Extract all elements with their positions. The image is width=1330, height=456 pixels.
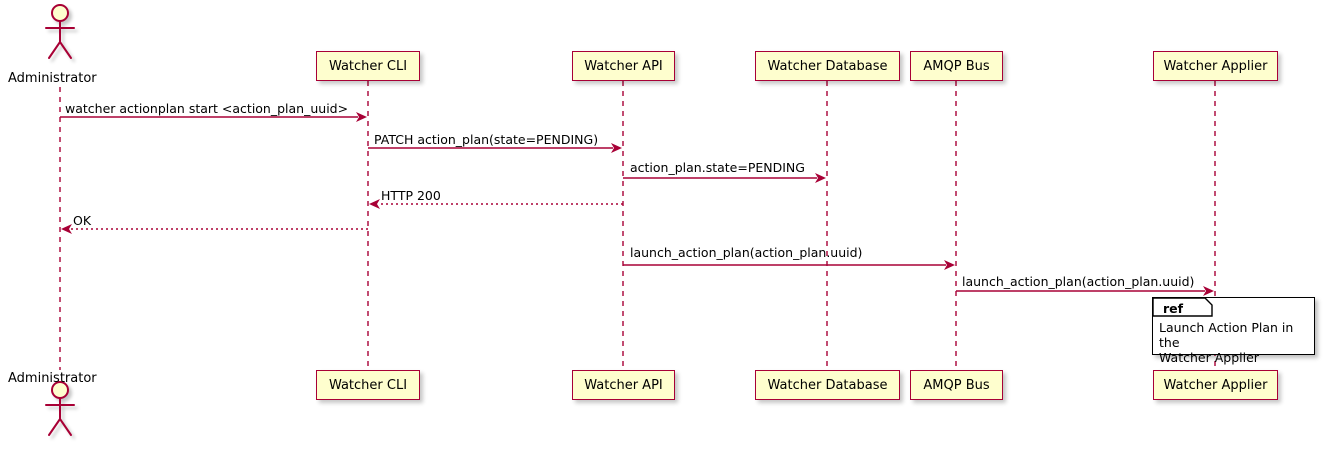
- participant-label: Watcher CLI: [328, 377, 408, 393]
- ref-text-line-1: Launch Action Plan in the: [1159, 320, 1294, 350]
- actor-figure-administrator-top: [45, 4, 75, 59]
- arrow-head: [944, 260, 955, 270]
- participant-watcher-api-bottom[interactable]: Watcher API: [572, 370, 675, 400]
- ref-fragment-text: Launch Action Plan in the Watcher Applie…: [1159, 320, 1310, 365]
- message-label-3: action_plan.state=PENDING: [630, 160, 805, 175]
- actor-leg-right: [59, 41, 72, 59]
- arrow-head: [61, 224, 72, 234]
- actor-figures-group: [45, 4, 75, 436]
- message-label-4: HTTP 200: [381, 188, 441, 203]
- message-arrow-1: [60, 112, 367, 122]
- arrow-head: [611, 143, 622, 153]
- actor-leg-left: [48, 418, 61, 436]
- ref-tab-shape: [1152, 297, 1213, 317]
- message-label-7: launch_action_plan(action_plan.uuid): [962, 274, 1195, 289]
- message-arrows-group: [60, 112, 1214, 296]
- participant-label: Watcher CLI: [328, 58, 408, 74]
- actor-leg-left: [48, 41, 61, 59]
- actor-label-administrator-bottom[interactable]: Administrator: [8, 371, 97, 386]
- arrow-head: [369, 199, 380, 209]
- message-arrow-3: [623, 173, 826, 183]
- ref-tab-outline: [1152, 297, 1213, 317]
- participant-watcher-cli-bottom[interactable]: Watcher CLI: [316, 370, 420, 400]
- participant-watcher-database-bottom[interactable]: Watcher Database: [755, 370, 900, 400]
- actor-head: [51, 4, 69, 22]
- ref-tag-label: ref: [1163, 301, 1184, 316]
- message-label-2: PATCH action_plan(state=PENDING): [374, 132, 599, 147]
- actor-label-administrator-top[interactable]: Administrator: [8, 71, 97, 86]
- participant-amqp-bus-top[interactable]: AMQP Bus: [910, 51, 1003, 81]
- participant-watcher-applier-top[interactable]: Watcher Applier: [1153, 51, 1278, 81]
- message-arrow-5: [61, 224, 368, 234]
- participant-amqp-bus-bottom[interactable]: AMQP Bus: [910, 370, 1003, 400]
- participant-label: Watcher Database: [767, 58, 888, 74]
- participant-label: Watcher Applier: [1163, 377, 1268, 393]
- participant-label: Watcher API: [584, 58, 663, 74]
- participant-label: AMQP Bus: [923, 377, 990, 393]
- actor-figure-administrator-bottom: [45, 381, 75, 436]
- ref-fragment-box: ref Launch Action Plan in the Watcher Ap…: [1152, 297, 1315, 365]
- ref-text-line-2: Watcher Applier: [1159, 350, 1259, 365]
- message-arrow-7: [956, 286, 1214, 296]
- arrow-head: [356, 112, 367, 122]
- participant-watcher-applier-bottom[interactable]: Watcher Applier: [1153, 370, 1278, 400]
- message-label-5: OK: [73, 213, 92, 228]
- message-arrow-6: [623, 260, 955, 270]
- participant-watcher-api-top[interactable]: Watcher API: [572, 51, 675, 81]
- arrow-head: [815, 173, 826, 183]
- message-arrow-4: [369, 199, 623, 209]
- participant-label: Watcher API: [584, 377, 663, 393]
- participant-watcher-database-top[interactable]: Watcher Database: [755, 51, 900, 81]
- message-label-6: launch_action_plan(action_plan.uuid): [630, 245, 863, 260]
- participant-label: Watcher Applier: [1163, 58, 1268, 74]
- participant-label: Watcher Database: [767, 377, 888, 393]
- actor-leg-right: [59, 418, 72, 436]
- message-arrow-2: [368, 143, 622, 153]
- participant-watcher-cli-top[interactable]: Watcher CLI: [316, 51, 420, 81]
- message-label-1: watcher actionplan start <action_plan_uu…: [65, 101, 349, 116]
- lifelines-group: [59, 81, 1216, 370]
- participant-label: AMQP Bus: [923, 58, 990, 74]
- arrow-head: [1203, 286, 1214, 296]
